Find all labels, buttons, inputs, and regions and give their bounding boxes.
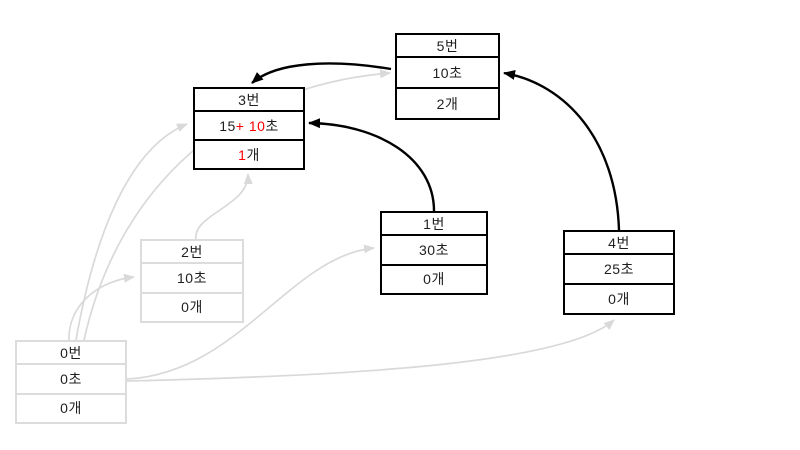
node-0: 0번 0초 0개	[15, 340, 127, 424]
edge-0-to-3	[75, 123, 188, 341]
node-1-count: 0개	[382, 266, 486, 294]
node-5-title: 5번	[436, 37, 459, 54]
node-5: 5번 10초 2개	[395, 33, 500, 120]
node-4: 4번 25초 0개	[563, 230, 675, 315]
edge-0-to-5	[83, 69, 391, 341]
node-4-count-part: 0개	[608, 291, 630, 307]
edge-0-to-2	[68, 273, 135, 341]
node-2-count-part: 0개	[181, 299, 203, 316]
node-1: 1번 30초 0개	[380, 211, 488, 295]
node-0-time: 0초	[17, 363, 125, 395]
node-2-title: 2번	[181, 243, 203, 260]
edge-0-to-1	[126, 244, 375, 380]
edge-5-to-3	[251, 62, 392, 84]
node-0-count-part: 0개	[60, 400, 82, 417]
node-2-time: 10초	[142, 262, 242, 294]
node-5-count-part: 2개	[436, 95, 459, 112]
node-5-time-part: 10초	[432, 64, 463, 81]
node-0-time-part: 0초	[60, 370, 82, 387]
node-0-title: 0번	[60, 344, 82, 361]
node-5-count: 2개	[397, 89, 498, 118]
node-3-time-part: 초	[265, 117, 279, 134]
node-3-time-part: + 10	[235, 117, 266, 134]
node-5-time: 10초	[397, 56, 498, 89]
node-4-time-part: 25초	[604, 261, 634, 277]
node-1-count-part: 0개	[423, 271, 445, 288]
node-3-count-part: 개	[246, 146, 260, 163]
node-3-time-part: 15	[219, 117, 236, 134]
node-1-time: 30초	[382, 234, 486, 266]
node-0-count: 0개	[17, 395, 125, 423]
edge-1-to-3	[308, 118, 436, 212]
edge-4-to-5	[503, 70, 621, 231]
node-4-count: 0개	[565, 285, 673, 313]
node-1-time-part: 30초	[419, 241, 449, 258]
node-2-count: 0개	[142, 294, 242, 322]
node-1-title: 1번	[423, 215, 445, 232]
node-4-time: 25초	[565, 253, 673, 285]
edge-2-to-3	[195, 173, 253, 240]
node-3-count-part: 1	[238, 146, 247, 163]
node-4-title: 4번	[608, 234, 630, 251]
node-3-title: 3번	[238, 91, 260, 108]
node-2-time-part: 10초	[177, 269, 207, 286]
edge-0-to-4	[126, 319, 615, 382]
node-2: 2번 10초 0개	[140, 239, 244, 323]
